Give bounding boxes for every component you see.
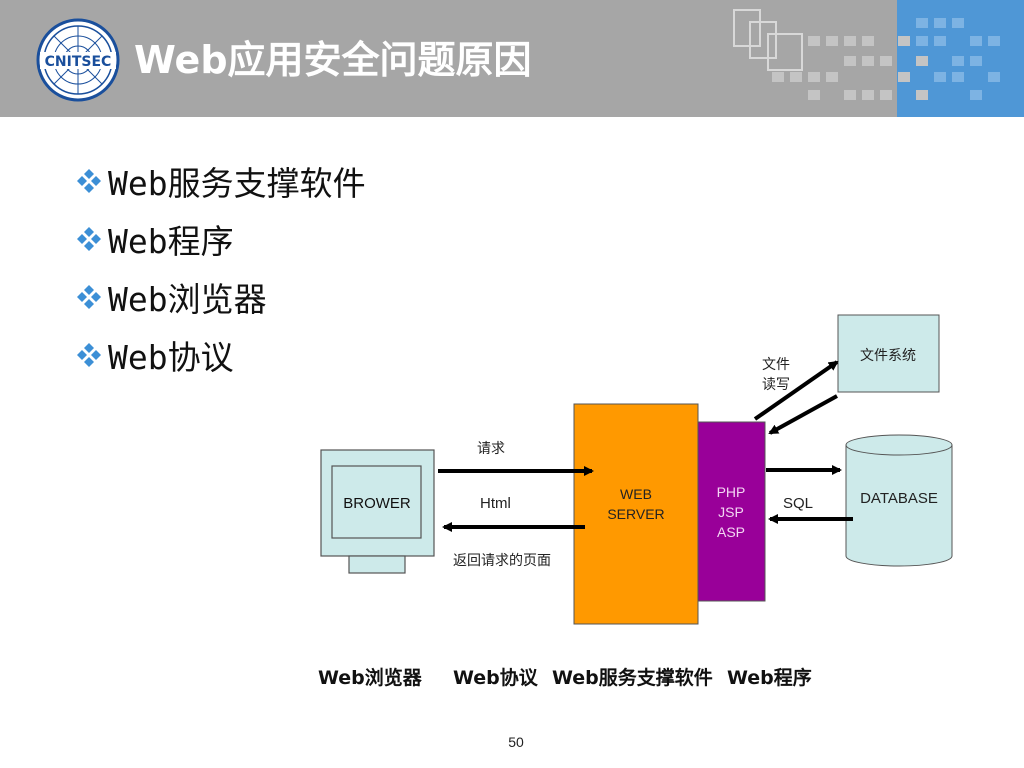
diamond-bullet-icon <box>77 227 101 251</box>
return-page-label: 返回请求的页面 <box>453 553 551 569</box>
file-system-label: 文件系统 <box>860 348 916 364</box>
caption-program: Web程序 <box>727 667 812 689</box>
web-server-label-line2: SERVER <box>607 506 664 522</box>
html-label: Html <box>480 495 511 512</box>
browser-label: BROWER <box>343 495 411 512</box>
file-system-box: 文件系统 <box>837 314 940 393</box>
file-rw-label-line2: 读写 <box>762 376 790 393</box>
web-server-block: WEB SERVER <box>573 403 699 625</box>
database-cylinder: DATABASE <box>845 434 953 567</box>
diagram-captions: Web浏览器 Web协议 Web服务支撑软件 Web程序 <box>0 663 1024 693</box>
page-number: 50 <box>508 734 524 750</box>
script-engine-block: PHP JSP ASP <box>697 421 766 602</box>
diamond-bullet-icon <box>77 285 101 309</box>
file-read-arrow <box>768 394 838 435</box>
caption-protocol: Web协议 <box>453 667 538 689</box>
bullet-text: Web浏览器 <box>108 280 267 319</box>
decorative-squares <box>733 9 1000 100</box>
caption-browser: Web浏览器 <box>318 667 422 689</box>
file-write-arrow <box>753 360 839 421</box>
sql-label: SQL <box>783 495 813 512</box>
bullet-item: Web程序 <box>74 210 366 268</box>
bullet-item: Web协议 <box>74 326 366 384</box>
browser-monitor: BROWER <box>320 449 435 574</box>
cnitsec-logo: CNITSEC <box>36 18 120 102</box>
bullet-text: Web程序 <box>108 222 234 261</box>
diamond-bullet-icon <box>77 343 101 367</box>
diamond-bullet-icon <box>77 169 101 193</box>
script-label-jsp: JSP <box>718 504 744 520</box>
bullet-list: Web服务支撑软件 Web程序 Web浏览器 Web协议 <box>74 152 366 384</box>
bullet-item: Web服务支撑软件 <box>74 152 366 210</box>
script-label-php: PHP <box>717 484 746 500</box>
database-label: DATABASE <box>860 490 938 507</box>
logo-text: CNITSEC <box>45 54 112 70</box>
web-server-label-line1: WEB <box>620 486 652 502</box>
file-rw-label-line1: 文件 <box>762 357 790 373</box>
script-label-asp: ASP <box>717 524 745 540</box>
slide-title: Web应用安全问题原因 <box>134 38 532 82</box>
web-architecture-diagram: BROWER WEB SERVER PHP JSP ASP 文件系统 DATAB… <box>320 314 953 625</box>
request-label: 请求 <box>477 441 505 457</box>
bullet-item: Web浏览器 <box>74 268 366 326</box>
bullet-text: Web服务支撑软件 <box>108 164 366 203</box>
caption-server-software: Web服务支撑软件 <box>552 667 713 689</box>
bullet-text: Web协议 <box>108 338 234 377</box>
